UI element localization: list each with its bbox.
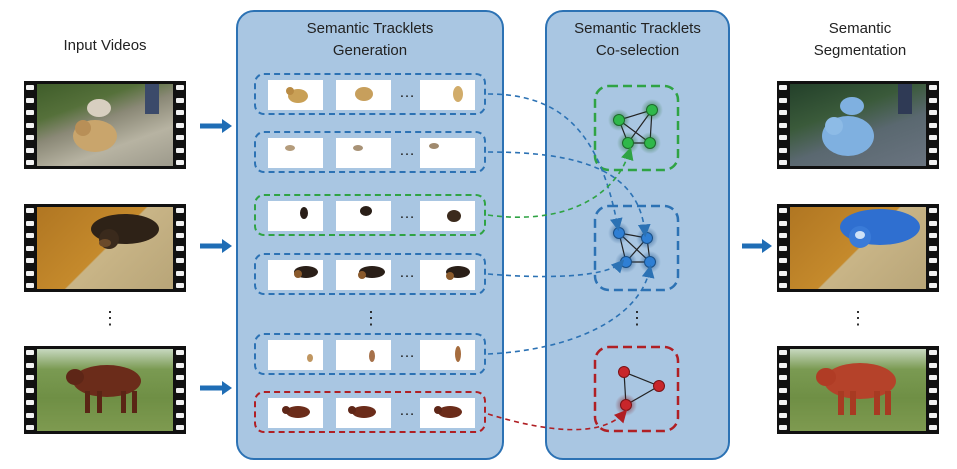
tracklet-frame	[268, 260, 323, 290]
tracklet-frame	[268, 398, 323, 428]
output-title-line2: Segmentation	[813, 42, 907, 59]
input-video-frame-dogs	[24, 81, 186, 169]
input-videos-title: Input Videos	[63, 37, 147, 54]
tracklet-ellipsis: …	[399, 264, 415, 281]
output-frame-dog-floor	[777, 204, 939, 292]
input-video-frame-cow	[24, 346, 186, 434]
tracklet-frame	[420, 260, 475, 290]
dogs-image	[37, 84, 173, 166]
red-graph-box	[593, 345, 680, 433]
tracklet-row-5: …	[254, 333, 486, 375]
coselection-title-line2: Co-selection	[595, 42, 680, 59]
output-frame-cow	[777, 346, 939, 434]
tracklet-frame	[336, 80, 391, 110]
cow-image	[37, 349, 173, 431]
generation-title-line1: Semantic Tracklets	[306, 20, 434, 37]
tracklet-frame	[268, 80, 323, 110]
cow-segmented-picture	[816, 363, 896, 415]
input-vertical-ellipsis: ⋮	[101, 308, 119, 328]
tracklet-row-3: …	[254, 194, 486, 236]
green-graph-box	[593, 84, 680, 172]
tracklet-connectors	[487, 93, 655, 431]
tracklet-frame	[420, 201, 475, 231]
blue-graph	[608, 222, 661, 273]
tracklet-ellipsis: …	[399, 344, 415, 361]
tracklet-frame	[268, 340, 323, 370]
dog-floor-segmented-picture	[840, 209, 920, 248]
red-graph	[615, 366, 665, 416]
tracklet-row-1: …	[254, 73, 486, 115]
tracklet-frame	[336, 398, 391, 428]
green-graph	[608, 99, 663, 154]
cow-picture	[66, 365, 141, 413]
tracklet-frame	[336, 138, 391, 168]
cow-segmented-image	[790, 349, 926, 431]
tracklet-frame	[420, 138, 475, 168]
tracklets-vertical-ellipsis: ⋮	[362, 308, 380, 328]
tracklet-row-2: …	[254, 131, 486, 173]
tracklet-frame	[420, 340, 475, 370]
output-title-line1: Semantic	[828, 20, 892, 37]
tracklet-ellipsis: …	[399, 205, 415, 222]
input-video-frame-dog-floor	[24, 204, 186, 292]
tracklet-ellipsis: …	[399, 84, 415, 101]
tracklet-frame	[268, 138, 323, 168]
tracklet-frame	[268, 201, 323, 231]
output-arrow	[742, 239, 772, 253]
tracklet-frame	[336, 340, 391, 370]
tracklet-row-4: …	[254, 253, 486, 295]
output-frame-dogs	[777, 81, 939, 169]
dogs-picture	[73, 84, 159, 152]
tracklet-ellipsis: …	[399, 402, 415, 419]
coselection-title-line1: Semantic Tracklets	[574, 20, 701, 37]
tracklet-row-6: …	[254, 391, 486, 433]
output-vertical-ellipsis: ⋮	[849, 308, 867, 328]
dog-floor-segmented-image	[790, 207, 926, 289]
dogs-segmented-image	[790, 84, 926, 166]
graphs-vertical-ellipsis: ⋮	[628, 308, 646, 328]
tracklet-frame	[336, 260, 391, 290]
tracklet-frame	[336, 201, 391, 231]
input-arrows	[200, 119, 232, 395]
dog-floor-picture	[91, 214, 159, 249]
blue-graph-box	[593, 204, 680, 292]
dogs-segmented-picture	[822, 84, 912, 156]
tracklet-frame	[420, 398, 475, 428]
generation-title-line2: Generation	[332, 42, 408, 59]
tracklet-ellipsis: …	[399, 142, 415, 159]
tracklet-frame	[420, 80, 475, 110]
dog-floor-image	[37, 207, 173, 289]
